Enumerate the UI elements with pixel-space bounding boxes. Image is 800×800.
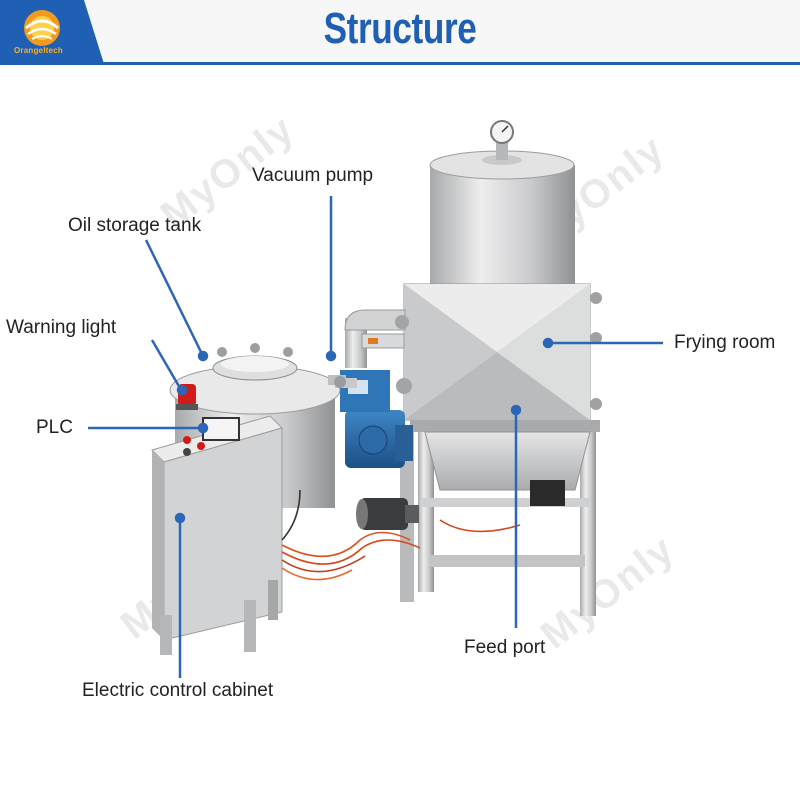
label-warning-light: Warning light (6, 317, 117, 338)
vacuum-pipe (344, 309, 412, 394)
label-electric-control-cabinet: Electric control cabinet (82, 680, 274, 701)
vacuum-pump-motor (340, 370, 413, 468)
oil-pump-motor (356, 498, 419, 530)
label-vacuum-pump: Vacuum pump (252, 165, 374, 186)
upper-tank (429, 120, 575, 290)
label-frying-room: Frying room (674, 332, 776, 353)
callout-lines (88, 196, 663, 678)
label-plc: PLC (36, 417, 73, 438)
label-feed-port: Feed port (464, 637, 546, 658)
logo-text: Orangeltech (14, 46, 63, 55)
header-band: Orangeltech Structure (0, 0, 800, 66)
page-title: Structure (323, 4, 477, 53)
oil-pipe (334, 376, 357, 388)
company-logo-icon (24, 10, 60, 46)
wiring-bundle (281, 489, 521, 581)
frying-room-box (403, 283, 602, 432)
control-cabinet (151, 415, 283, 655)
support-frame (400, 420, 596, 616)
label-oil-storage-tank: Oil storage tank (68, 215, 202, 236)
feed-hopper (424, 431, 591, 506)
header-background (0, 0, 800, 65)
